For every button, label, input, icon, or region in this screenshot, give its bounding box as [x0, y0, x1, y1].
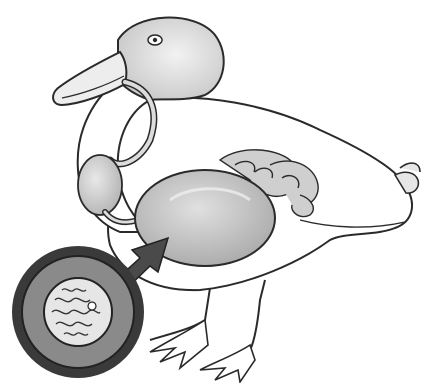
- crop: [78, 155, 122, 215]
- magnified-inset: [12, 246, 144, 378]
- right-leg: [250, 280, 265, 350]
- left-foot: [150, 320, 208, 368]
- duck-pupil: [153, 38, 157, 42]
- gizzard-stone: [88, 302, 96, 310]
- right-foot: [200, 345, 255, 382]
